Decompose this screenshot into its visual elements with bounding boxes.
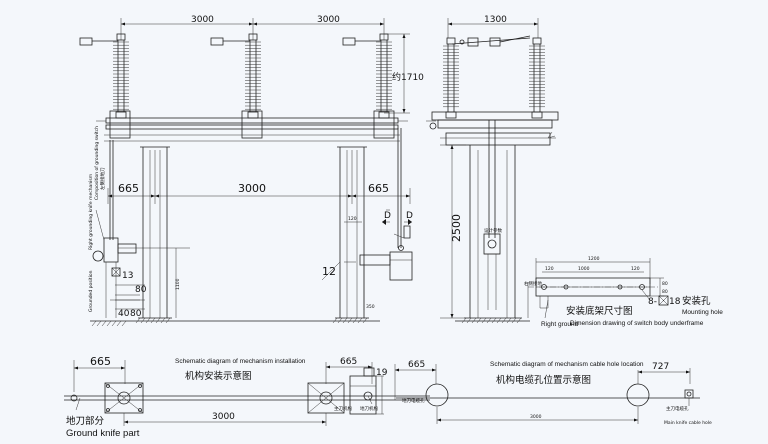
mounting-hole-label: Mounting hole xyxy=(682,309,723,316)
cable-hole-location: 665 Schematic diagram of mechanism cable… xyxy=(394,360,712,426)
hole-cn: 安装孔 xyxy=(682,295,711,307)
ch-small-1: 地刀电缆孔 xyxy=(402,397,425,404)
dim-350: 350 xyxy=(366,304,375,310)
ground-knife-en: Ground knife part xyxy=(66,428,140,439)
side-insulators xyxy=(443,37,545,119)
dim-13: 13 xyxy=(122,271,133,281)
side-tip-mark xyxy=(547,131,556,139)
insulator-columns xyxy=(113,33,392,119)
side-ground-hatching xyxy=(461,317,522,324)
front-view: 3000 3000 xyxy=(79,15,424,327)
dim-665-left: 665 xyxy=(118,182,139,195)
side-dim-2500: 2500 xyxy=(450,214,463,242)
mounting-hole-callout: 8- 18 安装孔 Mounting hole xyxy=(641,289,723,316)
label-rotated-4: Grounded position xyxy=(88,270,94,312)
side-insulator-right xyxy=(529,37,545,119)
side-part-label: 设计参数 xyxy=(484,227,502,234)
uf-right-label: 右侧接地 xyxy=(524,280,542,287)
mi-dim-665-left: 665 xyxy=(90,355,111,368)
ground-hatching xyxy=(91,317,368,327)
dim-3000-right: 3000 xyxy=(317,15,340,25)
insulator-3 xyxy=(376,33,392,119)
callout-12: 12 xyxy=(322,265,336,278)
front-height-dimension: 约1710 xyxy=(384,33,424,114)
left-operating-mechanism: 1100 13 80 40 80 xyxy=(92,140,190,319)
underframe-title-en: Dimension drawing of switch body underfr… xyxy=(570,320,704,327)
base-beam xyxy=(96,110,408,142)
right-operating-mechanism: D D 12 350 120 xyxy=(321,128,413,310)
ch-small-3: Main knife cable hole xyxy=(664,420,712,426)
ch-small-2: 主刀电缆孔 xyxy=(666,405,689,412)
underframe-title-cn: 安装底架尺寸图 xyxy=(566,305,633,317)
underframe-drawing: 1200 120 1000 120 80 80 右侧接地 8- 18 安装孔 M… xyxy=(524,256,723,328)
mi-title-cn: 机构安装示意图 xyxy=(185,370,252,382)
side-insulator-left xyxy=(443,37,459,119)
cable-hole-right xyxy=(626,383,650,407)
mi-dim-3000: 3000 xyxy=(212,412,235,422)
insulator-1 xyxy=(113,33,129,119)
dim-665-right: 665 xyxy=(368,182,389,195)
side-view: 1300 xyxy=(426,15,559,324)
ch-dim-665: 665 xyxy=(408,360,425,370)
uf-dim-e: 80 xyxy=(662,289,668,295)
cable-hole-left xyxy=(425,383,449,407)
ch-dim-727: 727 xyxy=(652,362,669,372)
mi-title-en: Schematic diagram of mechanism installat… xyxy=(175,358,306,365)
dim-3000-left: 3000 xyxy=(191,15,214,25)
side-height-dimension: 2500 xyxy=(440,144,466,319)
ch-title-cn: 机构电缆孔位置示意图 xyxy=(496,374,591,386)
right-ground-label: Right ground xyxy=(541,321,579,328)
dim-40: 40 xyxy=(118,309,130,319)
contact-arms xyxy=(79,37,381,46)
support-columns xyxy=(90,146,380,327)
section-d-left: D xyxy=(384,211,391,221)
section-d-right: D xyxy=(406,211,413,221)
mi-frame-right xyxy=(307,382,345,414)
uf-dim-c: 120 xyxy=(631,266,640,272)
mechanism-installation: 665 地刀部分 Ground knife part Schematic dia… xyxy=(64,355,430,439)
dim-3000-middle: 3000 xyxy=(238,182,266,195)
uf-dim-a: 120 xyxy=(545,266,554,272)
dim-120-col: 120 xyxy=(348,216,357,222)
dim-80b: 80 xyxy=(130,309,142,319)
label-rotated-1: Right grounding knife mechanism xyxy=(88,174,94,250)
side-dim-1300: 1300 xyxy=(484,15,507,25)
ch-title-en: Schematic diagram of mechanism cable hol… xyxy=(490,361,644,368)
mi-small-2: 地刀机构 xyxy=(360,405,378,412)
mi-small-1: 主刀机构 xyxy=(334,405,352,412)
mi-dim-19: 19 xyxy=(376,368,388,378)
side-base: 设计参数 xyxy=(426,111,559,324)
ground-knife-cn: 地刀部分 xyxy=(66,415,105,427)
label-rotated-3: 左侧接地刀 xyxy=(99,167,106,190)
insulator-2 xyxy=(245,33,261,119)
hole-size: 18 xyxy=(669,297,681,307)
height-label: 约1710 xyxy=(392,71,424,83)
uf-dim-b: 1000 xyxy=(578,266,590,272)
front-top-dimension: 3000 3000 xyxy=(120,15,385,40)
mi-dim-665-mid: 665 xyxy=(340,357,357,367)
ch-dim-3000: 3000 xyxy=(530,414,542,420)
side-arm xyxy=(451,35,531,47)
hole-count: 8- xyxy=(648,297,657,307)
dim-1100: 1100 xyxy=(175,278,181,290)
uf-dim-d: 80 xyxy=(662,281,668,287)
mi-mechanism-box xyxy=(349,375,377,415)
rotated-labels: Right grounding knife mechanism Composit… xyxy=(88,126,106,312)
label-rotated-2: Composition of grounding switch xyxy=(94,126,100,200)
front-mid-dimension: 665 3000 665 xyxy=(107,150,411,204)
dim-80: 80 xyxy=(135,285,147,295)
side-top-dimension: 1300 xyxy=(447,15,539,38)
uf-dim-1200: 1200 xyxy=(588,256,600,262)
